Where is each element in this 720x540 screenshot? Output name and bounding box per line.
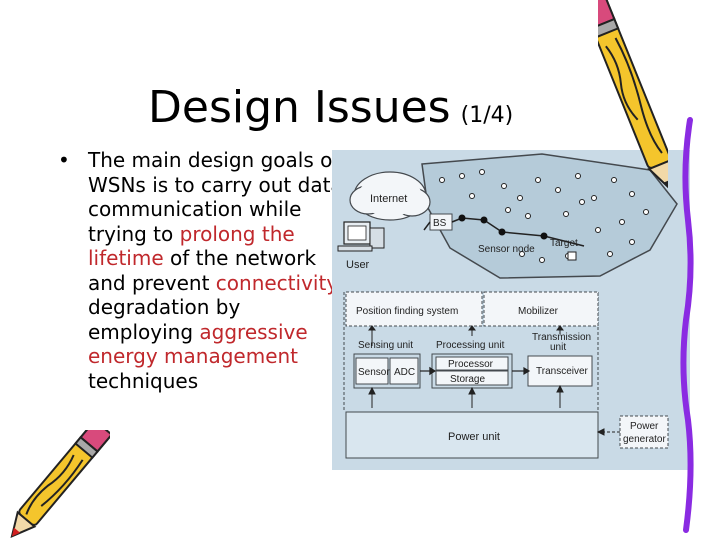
pencil-icon <box>598 0 668 191</box>
data-flow-arrows <box>420 366 531 376</box>
processor-label: Processor <box>448 359 494 370</box>
user-computer-icon <box>337 221 385 252</box>
wsn-architecture-diagram: Internet BS User Sensor <box>332 150 690 470</box>
pencil-icon <box>680 117 694 533</box>
power-arrows <box>368 325 564 408</box>
adc-box <box>389 357 419 385</box>
internet-label: Internet <box>370 193 407 205</box>
bullet-part: The main design goals of WSNs is to carr… <box>88 148 343 246</box>
storage-label: Storage <box>450 374 485 385</box>
target-icon <box>567 251 577 261</box>
sensor-node-label: Sensor node <box>478 244 535 255</box>
target-label: Target <box>550 238 578 249</box>
generator-arrow <box>596 428 620 436</box>
bullet-part: of the network and prevent <box>88 246 317 295</box>
transmission-unit-label-1: Transmission <box>532 332 591 343</box>
power-generator-box <box>619 415 669 449</box>
power-unit-label: Power unit <box>448 431 500 443</box>
sensing-unit-label: Sensing unit <box>358 340 413 351</box>
adc-label: ADC <box>394 367 415 378</box>
processor-box <box>435 356 509 371</box>
bs-label: BS <box>433 218 447 229</box>
sensor-box <box>355 357 389 385</box>
power-generator-label-2: generator <box>623 434 666 445</box>
power-unit-box <box>345 411 599 459</box>
power-generator-label-1: Power <box>630 421 659 432</box>
bullet-highlight: prolong the lifetime <box>88 221 295 271</box>
transmission-unit-label-2: unit <box>550 342 566 353</box>
position-finding-box <box>345 291 483 327</box>
internet-cloud: Internet <box>349 171 431 221</box>
title-page-indicator: (1/4) <box>460 103 514 128</box>
user-label: User <box>346 259 370 271</box>
active-sensor-nodes <box>458 214 548 240</box>
pencil-icon <box>10 430 110 539</box>
mobilizer-label: Mobilizer <box>518 306 559 317</box>
processing-unit-label: Processing unit <box>436 340 505 351</box>
transceiver-label: Transceiver <box>536 366 589 377</box>
bullet-marker: • <box>58 148 70 172</box>
slide-title: Design Issues (1/4) <box>148 82 513 133</box>
mobilizer-box <box>483 291 599 327</box>
bullet-highlight: aggressive energy management <box>88 319 308 369</box>
bullet-text: The main design goals of WSNs is to carr… <box>88 148 343 393</box>
position-finding-label: Position finding system <box>356 306 458 317</box>
bullet-part: degradation by employing <box>88 295 241 344</box>
title-text: Design Issues <box>148 82 451 133</box>
bullet-highlight: connectivity <box>215 270 339 295</box>
bullet-part: techniques <box>88 368 199 393</box>
sensor-label: Sensor <box>358 367 390 378</box>
storage-box <box>435 370 509 386</box>
